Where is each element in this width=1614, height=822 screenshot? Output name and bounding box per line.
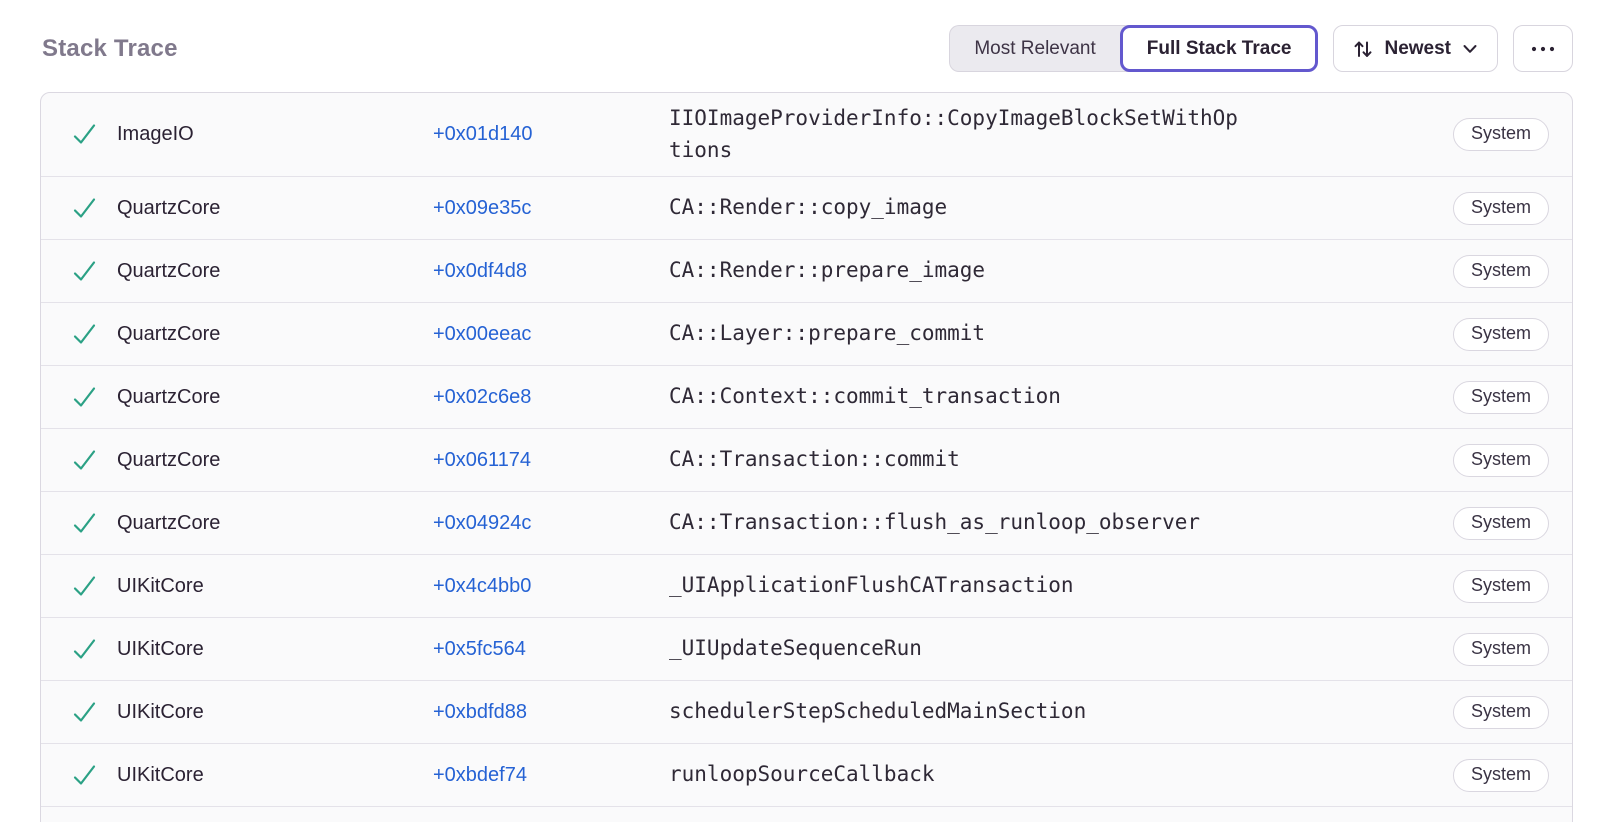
module-name: UIKitCore (117, 763, 204, 786)
system-badge: System (1452, 443, 1549, 477)
system-badge: System (1452, 758, 1549, 792)
table-row[interactable]: QuartzCore +0x0df4d8 CA::Render::prepare… (41, 239, 1572, 302)
function-name: CA::Transaction::flush_as_runloop_observ… (669, 510, 1201, 535)
module-name: QuartzCore (117, 259, 221, 282)
tab-full-stack-trace[interactable]: Full Stack Trace (1119, 25, 1319, 72)
system-badge: System (1452, 695, 1549, 729)
header-controls: Most Relevant Full Stack Trace Newest (949, 25, 1573, 72)
address-link[interactable]: +0x00eeac (433, 322, 532, 345)
address-link[interactable]: +0xbdfd88 (433, 700, 527, 723)
system-badge: System (1452, 118, 1549, 151)
module-name: QuartzCore (117, 196, 221, 219)
system-badge: System (1452, 506, 1549, 540)
function-name: _UIApplicationFlushCATransaction (669, 573, 1074, 598)
function-name: CA::Context::commit_transaction (669, 384, 1061, 409)
table-row[interactable]: QuartzCore +0x061174 CA::Transaction::co… (41, 428, 1572, 491)
table-row[interactable]: QuartzCore +0x00eeac CA::Layer::prepare_… (41, 302, 1572, 365)
module-name: QuartzCore (117, 511, 221, 534)
table-row[interactable]: QuartzCore +0x04924c CA::Transaction::fl… (41, 491, 1572, 554)
sort-dropdown-label: Newest (1384, 37, 1451, 59)
tab-most-relevant-label: Most Relevant (974, 37, 1096, 59)
stack-trace-header: Stack Trace Most Relevant Full Stack Tra… (0, 0, 1614, 72)
module-name: QuartzCore (117, 448, 221, 471)
function-name: CA::Transaction::commit (669, 447, 960, 472)
address-link[interactable]: +0xbdef74 (433, 763, 527, 786)
checkmark-icon (71, 510, 117, 537)
system-badge: System (1452, 254, 1549, 288)
module-name: UIKitCore (117, 574, 204, 597)
checkmark-icon (71, 762, 117, 789)
stack-trace-table: ImageIO +0x01d140 IIOImageProviderInfo::… (40, 92, 1573, 822)
checkmark-icon (71, 258, 117, 285)
page-title: Stack Trace (42, 34, 178, 62)
system-badge: System (1452, 317, 1549, 351)
sort-dropdown-button[interactable]: Newest (1333, 25, 1498, 72)
function-name: CA::Layer::prepare_commit (669, 321, 986, 346)
checkmark-icon (71, 321, 117, 348)
table-row[interactable]: UIKitCore +0xbdef74 runloopSourceCallbac… (41, 743, 1572, 806)
tab-most-relevant[interactable]: Most Relevant (949, 25, 1130, 72)
sort-arrows-icon (1352, 38, 1374, 60)
system-badge: System (1452, 569, 1549, 603)
address-link[interactable]: +0x02c6e8 (433, 385, 532, 408)
view-mode-segmented-control: Most Relevant Full Stack Trace (949, 25, 1319, 72)
module-name: ImageIO (117, 123, 194, 145)
system-badge: System (1452, 380, 1549, 414)
address-link[interactable]: +0x01d140 (433, 123, 533, 145)
table-row[interactable]: UIKitCore +0x4c4bb0 _UIApplicationFlushC… (41, 554, 1572, 617)
checkmark-icon (71, 573, 117, 600)
address-link[interactable]: +0x5fc564 (433, 637, 526, 660)
function-name: IIOImageProviderInfo::CopyImageBlockSetW… (669, 106, 1238, 162)
address-link[interactable]: +0x4c4bb0 (433, 574, 532, 597)
table-row[interactable]: UIKitCore +0x5fc564 _UIUpdateSequenceRun… (41, 617, 1572, 680)
table-row[interactable]: UIKitCore +0xbdfd88 schedulerStepSchedul… (41, 680, 1572, 743)
table-row[interactable]: ImageIO +0x01d140 IIOImageProviderInfo::… (41, 93, 1572, 176)
function-name: schedulerStepScheduledMainSection (669, 699, 1087, 724)
address-link[interactable]: +0x04924c (433, 511, 532, 534)
table-row[interactable]: QuartzCore +0x09e35c CA::Render::copy_im… (41, 176, 1572, 239)
system-badge: System (1452, 632, 1549, 666)
address-link[interactable]: +0x061174 (433, 448, 532, 471)
chevron-down-icon (1461, 40, 1479, 58)
function-name: runloopSourceCallback (669, 762, 935, 787)
system-badge: System (1452, 191, 1549, 225)
checkmark-icon (71, 447, 117, 474)
tab-full-stack-trace-label: Full Stack Trace (1146, 37, 1292, 59)
checkmark-icon (71, 384, 117, 411)
ellipsis-icon (1530, 45, 1556, 53)
checkmark-icon (71, 699, 117, 726)
module-name: UIKitCore (117, 637, 204, 660)
module-name: QuartzCore (117, 385, 221, 408)
address-link[interactable]: +0x0df4d8 (433, 259, 527, 282)
checkmark-icon (71, 636, 117, 663)
function-name: _UIUpdateSequenceRun (669, 636, 922, 661)
checkmark-icon (71, 121, 117, 148)
checkmark-icon (71, 195, 117, 222)
more-options-button[interactable] (1513, 25, 1573, 72)
function-name: CA::Render::copy_image (669, 195, 948, 220)
address-link[interactable]: +0x09e35c (433, 196, 532, 219)
table-row-partial (41, 806, 1572, 820)
module-name: UIKitCore (117, 700, 204, 723)
table-row[interactable]: QuartzCore +0x02c6e8 CA::Context::commit… (41, 365, 1572, 428)
module-name: QuartzCore (117, 322, 221, 345)
function-name: CA::Render::prepare_image (669, 258, 986, 283)
